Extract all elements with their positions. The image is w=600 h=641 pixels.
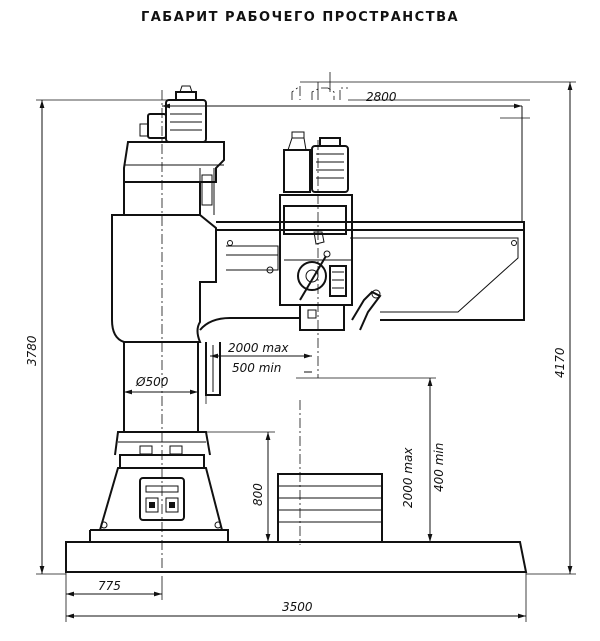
head-upper-position bbox=[291, 85, 348, 100]
drilling-head bbox=[279, 194, 382, 331]
dimension-2000-500: 2000 max 500 min bbox=[210, 341, 312, 375]
column-motor bbox=[139, 85, 207, 143]
dimension-2800: 2800 bbox=[162, 90, 523, 222]
dim-base-length: 3500 bbox=[282, 600, 313, 614]
dim-base-offset: 775 bbox=[98, 579, 121, 593]
dimension-775: 775 bbox=[66, 579, 162, 597]
dimension-3500: 3500 bbox=[66, 600, 526, 619]
dim-arm-reach: 2800 bbox=[366, 90, 397, 104]
drawing-title: ГАБАРИТ РАБОЧЕГО ПРОСТРАНСТВА bbox=[140, 10, 460, 25]
head-motor bbox=[283, 131, 349, 193]
dimension-2000-400: 2000 max 400 min bbox=[401, 378, 446, 542]
dimension-diameter: Ø500 bbox=[124, 375, 198, 395]
dim-table-height: 800 bbox=[251, 483, 265, 506]
dimension-800: 800 bbox=[251, 432, 271, 542]
column bbox=[111, 141, 225, 432]
dimension-4170: 4170 bbox=[553, 82, 573, 574]
extension-lines bbox=[36, 72, 576, 622]
pedestal-clamps bbox=[139, 445, 183, 455]
base-plate bbox=[65, 541, 528, 573]
dim-max-height: 4170 bbox=[553, 347, 567, 378]
dim-total-height: 3780 bbox=[25, 335, 39, 366]
arm-support bbox=[199, 317, 300, 396]
dim-spindle-max: 2000 max bbox=[228, 341, 289, 355]
work-table bbox=[277, 473, 383, 543]
dim-column-diameter: Ø500 bbox=[135, 375, 169, 389]
dim-vertical-max: 2000 max bbox=[401, 447, 415, 508]
dimension-3780: 3780 bbox=[25, 100, 45, 574]
dim-spindle-min: 500 min bbox=[232, 361, 281, 375]
column-pedestal bbox=[89, 431, 229, 542]
centerlines bbox=[161, 90, 319, 578]
dim-vertical-min: 400 min bbox=[432, 443, 446, 492]
radial-arm bbox=[216, 221, 525, 321]
control-box bbox=[139, 477, 185, 521]
